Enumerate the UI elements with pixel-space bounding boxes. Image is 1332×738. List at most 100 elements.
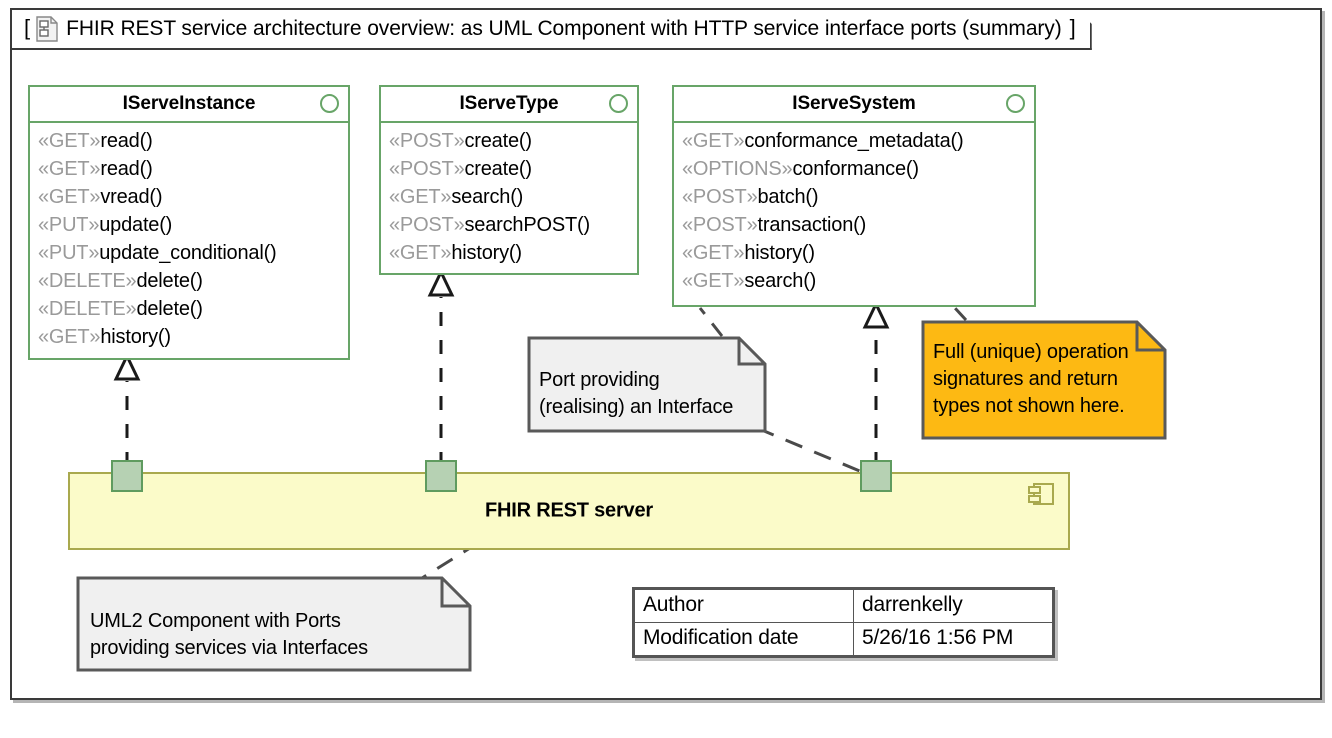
- note-text: UML2 Component with Ports providing serv…: [90, 576, 464, 672]
- operation-stereotype: «POST»: [682, 214, 758, 236]
- metadata-table: Author darrenkelly Modification date 5/2…: [632, 587, 1055, 658]
- operation-name: transaction(): [757, 214, 867, 236]
- operation-stereotype: «PUT»: [38, 242, 100, 264]
- operation-name: read(): [100, 158, 153, 180]
- operation-name: batch(): [757, 186, 819, 208]
- operation-item: «PUT»update_conditional(): [38, 239, 348, 267]
- operation-stereotype: «GET»: [682, 270, 745, 292]
- operation-name: update(): [99, 214, 173, 236]
- table-cell-key: Author: [634, 589, 854, 623]
- component-name: FHIR REST server: [485, 499, 653, 522]
- operation-item: «GET»history(): [389, 239, 637, 267]
- operation-stereotype: «GET»: [389, 242, 452, 264]
- note-text: Full (unique) operation signatures and r…: [933, 320, 1159, 440]
- operation-item: «POST»transaction(): [682, 211, 1034, 239]
- interface-header: IServeInstance: [30, 87, 348, 123]
- operation-name: history(): [451, 242, 522, 264]
- operation-item: «GET»history(): [38, 323, 348, 351]
- operation-item: «GET»search(): [389, 183, 637, 211]
- operation-name: searchPOST(): [464, 214, 591, 236]
- operation-stereotype: «DELETE»: [38, 270, 137, 292]
- note-text: Port providing (realising) an Interface: [539, 336, 759, 433]
- interface-iservesystem[interactable]: IServeSystem «GET»conformance_metadata()…: [672, 85, 1036, 307]
- uml-component-icon: [1028, 483, 1054, 505]
- operation-item: «GET»read(): [38, 155, 348, 183]
- operation-name: delete(): [136, 298, 203, 320]
- operation-name: read(): [100, 130, 153, 152]
- table-row: Author darrenkelly: [634, 589, 1053, 623]
- interface-iserveinstance[interactable]: IServeInstance «GET»read() «GET»read() «…: [28, 85, 350, 360]
- operation-list: «POST»create() «POST»create() «GET»searc…: [381, 123, 637, 273]
- operation-stereotype: «POST»: [682, 186, 758, 208]
- operation-item: «GET»read(): [38, 127, 348, 155]
- table-cell-value: darrenkelly: [853, 589, 1053, 623]
- note-line: Port providing: [539, 369, 660, 391]
- operation-list: «GET»read() «GET»read() «GET»vread() «PU…: [30, 123, 348, 357]
- operation-item: «GET»search(): [682, 267, 1034, 295]
- operation-name: update_conditional(): [99, 242, 277, 264]
- port-iserveinstance[interactable]: [111, 460, 143, 492]
- note-line: types not shown here.: [933, 394, 1125, 417]
- diagram-frame-header: [ FHIR REST service architecture overvie…: [12, 10, 1092, 50]
- interface-header: IServeType: [381, 87, 637, 123]
- operation-list: «GET»conformance_metadata() «OPTIONS»con…: [674, 123, 1034, 301]
- interface-name: IServeInstance: [122, 93, 256, 114]
- operation-stereotype: «POST»: [389, 130, 465, 152]
- operation-item: «GET»conformance_metadata(): [682, 127, 1034, 155]
- operation-item: «POST»create(): [389, 127, 637, 155]
- operation-name: create(): [464, 130, 533, 152]
- note-line: UML2 Component with Ports: [90, 610, 341, 632]
- frame-close-bracket: ]: [1069, 15, 1076, 40]
- operation-item: «GET»vread(): [38, 183, 348, 211]
- operation-item: «OPTIONS»conformance(): [682, 155, 1034, 183]
- operation-name: search(): [451, 186, 524, 208]
- port-iservesystem[interactable]: [860, 460, 892, 492]
- note-line: (realising) an Interface: [539, 396, 734, 418]
- operation-stereotype: «DELETE»: [38, 298, 137, 320]
- component-fhir-rest-server[interactable]: FHIR REST server: [68, 472, 1070, 550]
- provided-interface-icon: [320, 94, 339, 113]
- note-line: signatures and return: [933, 367, 1118, 390]
- operation-item: «GET»history(): [682, 239, 1034, 267]
- operation-name: search(): [744, 270, 817, 292]
- operation-stereotype: «GET»: [682, 242, 745, 264]
- note-uml2-component[interactable]: UML2 Component with Ports providing serv…: [76, 576, 472, 672]
- operation-item: «DELETE»delete(): [38, 295, 348, 323]
- operation-name: create(): [464, 158, 533, 180]
- table-cell-key: Modification date: [634, 622, 854, 656]
- operation-stereotype: «OPTIONS»: [682, 158, 793, 180]
- note-signatures[interactable]: Full (unique) operation signatures and r…: [921, 320, 1167, 440]
- provided-interface-icon: [609, 94, 628, 113]
- operation-stereotype: «GET»: [38, 130, 101, 152]
- provided-interface-icon: [1006, 94, 1025, 113]
- operation-stereotype: «PUT»: [38, 214, 100, 236]
- table-row: Modification date 5/26/16 1:56 PM: [634, 622, 1053, 656]
- operation-item: «PUT»update(): [38, 211, 348, 239]
- operation-name: conformance(): [792, 158, 919, 180]
- uml-diagram-icon: [36, 16, 58, 42]
- operation-name: vread(): [100, 186, 163, 208]
- note-line: providing services via Interfaces: [90, 637, 368, 659]
- table-cell-value: 5/26/16 1:56 PM: [853, 622, 1053, 656]
- operation-item: «DELETE»delete(): [38, 267, 348, 295]
- diagram-title: FHIR REST service architecture overview:…: [66, 17, 1062, 40]
- interface-name: IServeType: [459, 93, 559, 114]
- operation-name: conformance_metadata(): [744, 130, 964, 152]
- operation-item: «POST»create(): [389, 155, 637, 183]
- operation-name: history(): [744, 242, 815, 264]
- operation-stereotype: «POST»: [389, 158, 465, 180]
- operation-item: «POST»searchPOST(): [389, 211, 637, 239]
- interface-iservetype[interactable]: IServeType «POST»create() «POST»create()…: [379, 85, 639, 275]
- operation-stereotype: «GET»: [682, 130, 745, 152]
- frame-open-bracket: [: [24, 15, 31, 40]
- operation-stereotype: «GET»: [38, 186, 101, 208]
- operation-item: «POST»batch(): [682, 183, 1034, 211]
- operation-name: history(): [100, 326, 171, 348]
- port-iservetype[interactable]: [425, 460, 457, 492]
- operation-stereotype: «GET»: [389, 186, 452, 208]
- interface-header: IServeSystem: [674, 87, 1034, 123]
- operation-stereotype: «POST»: [389, 214, 465, 236]
- note-port-providing[interactable]: Port providing (realising) an Interface: [527, 336, 767, 433]
- operation-name: delete(): [136, 270, 203, 292]
- interface-name: IServeSystem: [792, 93, 916, 114]
